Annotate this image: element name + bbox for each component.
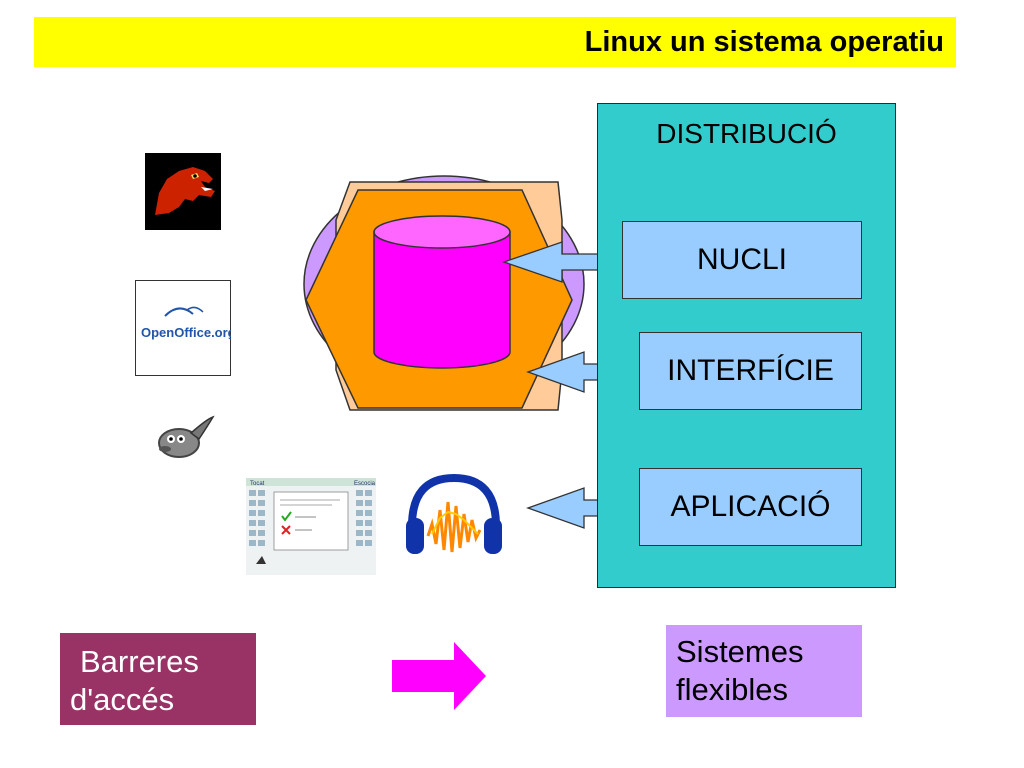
layer-nucli: NUCLI bbox=[622, 221, 862, 299]
audacity-headphones-icon bbox=[402, 470, 506, 560]
barriers-line2: d'accés bbox=[70, 682, 175, 717]
page-title: Linux un sistema operatiu bbox=[584, 25, 944, 58]
flexible-systems-label: Sistemes flexibles bbox=[666, 625, 862, 717]
screenshot-left-label: Tocat bbox=[250, 481, 265, 487]
flexible-line1: Sistemes bbox=[676, 634, 804, 669]
barriers-label: Barreres d'accés bbox=[60, 633, 256, 725]
distribution-heading: DISTRIBUCIÓ bbox=[656, 118, 837, 149]
os-diagram bbox=[300, 160, 600, 440]
transition-arrow bbox=[390, 640, 490, 712]
barriers-line1: Barreres bbox=[80, 644, 199, 679]
callout-arrows bbox=[500, 230, 670, 530]
layer-interficie: INTERFÍCIE bbox=[639, 332, 862, 410]
kernel-cylinder bbox=[373, 231, 511, 369]
openoffice-logo-icon: OpenOffice.org bbox=[135, 280, 236, 376]
layer-aplicacio: APLICACIÓ bbox=[639, 468, 862, 546]
screenshot-right-label: Escocia bbox=[354, 481, 376, 487]
gimp-mascot-icon bbox=[147, 413, 217, 463]
flexible-line2: flexibles bbox=[676, 672, 788, 707]
openoffice-logo-text: OpenOffice.org bbox=[141, 325, 231, 340]
title-bar: Linux un sistema operatiu bbox=[34, 17, 956, 67]
kernel-cylinder-top bbox=[373, 215, 511, 249]
educational-app-screenshot-icon: Tocat Escocia bbox=[246, 478, 376, 575]
mozilla-dinosaur-icon bbox=[145, 153, 221, 230]
